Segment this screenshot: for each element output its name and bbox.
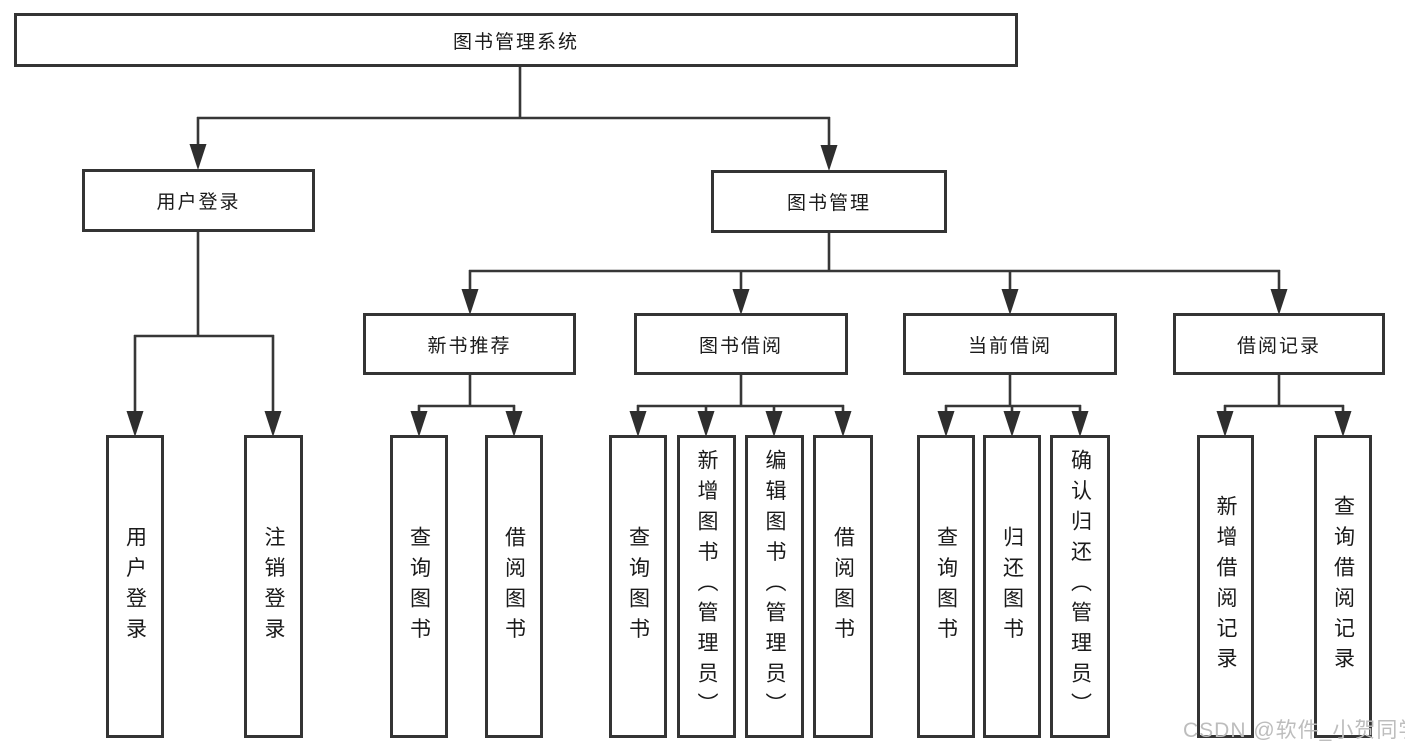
leaf-user-login-label: 用户登录 xyxy=(123,525,147,648)
node-book-management: 图书管理 xyxy=(711,170,947,233)
leaf-borrow-book-1: 借阅图书 xyxy=(485,435,543,738)
leaf-confirm-return-admin: 确认归还（管理员） xyxy=(1050,435,1110,738)
leaf-add-borrow-record-label: 新增借阅记录 xyxy=(1214,495,1237,678)
leaf-logout-label: 注销登录 xyxy=(262,525,285,648)
leaf-borrow-book-2: 借阅图书 xyxy=(813,435,873,738)
leaf-add-book-admin: 新增图书（管理员） xyxy=(677,435,736,738)
leaf-return-book-label: 归还图书 xyxy=(1000,525,1024,648)
node-root: 图书管理系统 xyxy=(14,13,1018,67)
leaf-query-book-1-label: 查询图书 xyxy=(407,525,431,648)
leaf-edit-book-admin-label: 编辑图书（管理员） xyxy=(763,449,786,724)
leaf-query-book-2-label: 查询图书 xyxy=(626,525,650,648)
leaf-logout: 注销登录 xyxy=(244,435,303,738)
node-borrow-records-label: 借阅记录 xyxy=(1236,335,1321,357)
leaf-query-borrow-record-label: 查询借阅记录 xyxy=(1331,495,1355,678)
arrowhead-icons xyxy=(126,144,1352,437)
leaf-query-book-2: 查询图书 xyxy=(609,435,667,738)
leaf-query-book-1: 查询图书 xyxy=(390,435,448,738)
leaf-return-book: 归还图书 xyxy=(983,435,1041,738)
leaf-add-book-admin-label: 新增图书（管理员） xyxy=(695,449,718,724)
node-book-borrow: 图书借阅 xyxy=(634,313,848,375)
node-borrow-records: 借阅记录 xyxy=(1173,313,1385,375)
node-book-borrow-label: 图书借阅 xyxy=(698,335,783,357)
leaf-query-book-3-label: 查询图书 xyxy=(934,525,958,648)
node-user-login: 用户登录 xyxy=(82,169,315,232)
leaf-confirm-return-admin-label: 确认归还（管理员） xyxy=(1068,449,1092,724)
leaf-user-login: 用户登录 xyxy=(106,435,164,738)
node-current-borrow-label: 当前借阅 xyxy=(967,335,1052,357)
leaf-borrow-book-2-label: 借阅图书 xyxy=(831,525,855,648)
leaf-query-book-3: 查询图书 xyxy=(917,435,975,738)
csdn-watermark: CSDN @软件_小贺同学 xyxy=(1183,719,1405,742)
node-root-label: 图书管理系统 xyxy=(452,31,579,53)
node-new-book-recommend-label: 新书推荐 xyxy=(427,335,512,357)
leaf-borrow-book-1-label: 借阅图书 xyxy=(502,525,526,648)
leaf-query-borrow-record: 查询借阅记录 xyxy=(1314,435,1372,738)
node-book-management-label: 图书管理 xyxy=(786,193,871,214)
leaf-edit-book-admin: 编辑图书（管理员） xyxy=(745,435,804,738)
node-current-borrow: 当前借阅 xyxy=(903,313,1117,375)
leaf-add-borrow-record: 新增借阅记录 xyxy=(1197,435,1254,738)
node-user-login-label: 用户登录 xyxy=(156,192,241,213)
node-new-book-recommend: 新书推荐 xyxy=(363,313,576,375)
